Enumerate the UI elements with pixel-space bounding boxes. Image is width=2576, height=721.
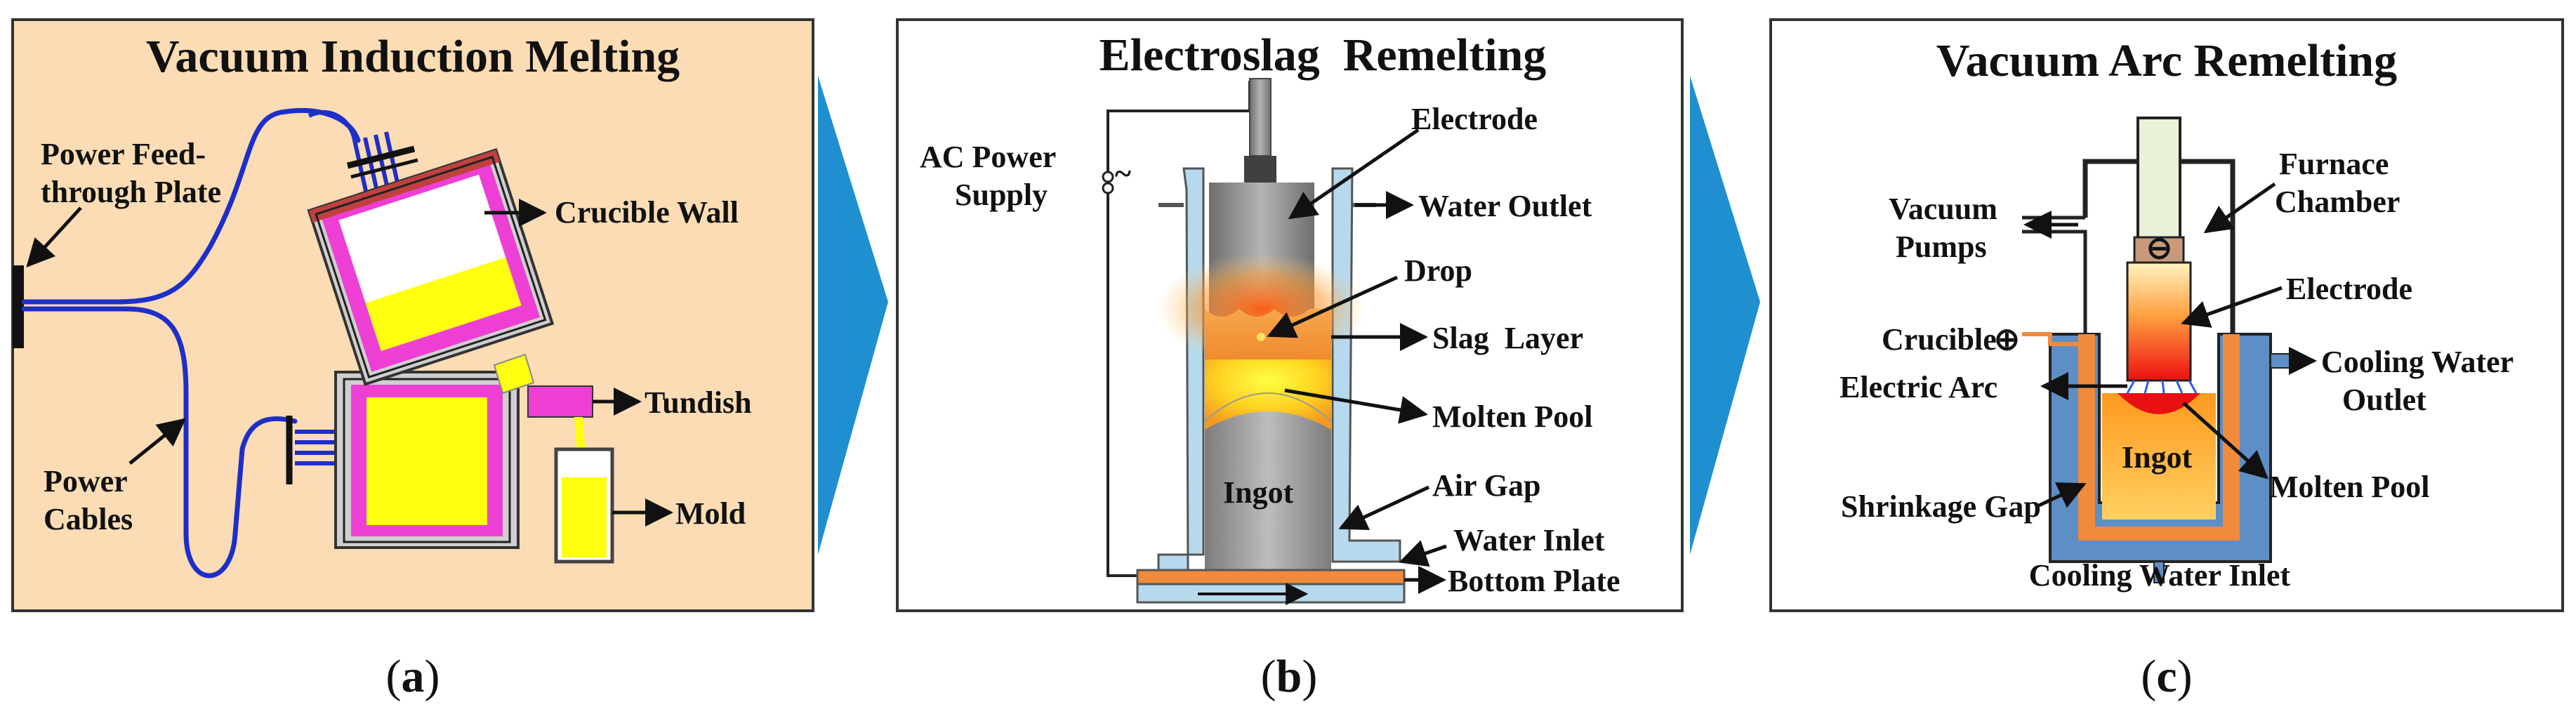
metal-drop bbox=[1257, 333, 1265, 341]
caption-b: (b) bbox=[1261, 651, 1318, 702]
crucible-wall-c bbox=[2078, 334, 2240, 541]
arrow-furnace bbox=[2203, 182, 2276, 234]
arrow-molten-pool-c bbox=[2182, 402, 2268, 479]
label-bottom-plate: Bottom Plate bbox=[1448, 564, 1620, 598]
arrow-electrode bbox=[1288, 128, 1420, 220]
label-vacuum-1: Vacuum bbox=[1889, 192, 1997, 226]
panel-a-title: Vacuum Induction Melting bbox=[146, 31, 680, 82]
label-mold: Mold bbox=[675, 496, 746, 531]
crucible-lead bbox=[2022, 332, 2078, 346]
label-cooling-inlet: Cooling Water Inlet bbox=[2029, 558, 2291, 593]
label-power-feed-1: Power Feed- bbox=[41, 137, 206, 171]
electrode-body-c bbox=[2126, 261, 2192, 382]
electrode-holder bbox=[1244, 156, 1276, 183]
arrow-air-gap bbox=[1338, 485, 1430, 530]
label-water-inlet: Water Inlet bbox=[1453, 523, 1605, 557]
electrode-rod bbox=[1249, 78, 1272, 157]
electrode-stem bbox=[2136, 117, 2181, 240]
label-electrode-c: Electrode bbox=[2286, 272, 2412, 306]
label-shrinkage-gap: Shrinkage Gap bbox=[1841, 489, 2041, 524]
label-ingot-c: Ingot bbox=[2122, 440, 2193, 475]
pour-lip bbox=[493, 353, 535, 395]
molten-pool-c bbox=[2118, 393, 2200, 414]
label-electric-arc: Electric Arc bbox=[1839, 370, 1997, 404]
label-power-cables-1: Power bbox=[44, 464, 128, 498]
bottom-plate bbox=[1136, 569, 1406, 586]
ingot-body bbox=[1205, 411, 1331, 570]
bundle-clamp-top-2 bbox=[350, 158, 418, 179]
cooling-inlet-stub bbox=[2153, 561, 2165, 583]
minus-terminal: ⊖ bbox=[2146, 231, 2172, 265]
label-cooling-outlet-1: Cooling Water bbox=[2321, 345, 2514, 379]
pool-interface bbox=[1204, 392, 1332, 422]
label-vacuum-2: Pumps bbox=[1896, 230, 1987, 264]
label-air-gap: Air Gap bbox=[1432, 468, 1540, 503]
label-power-cables-2: Cables bbox=[44, 502, 133, 536]
label-ingot: Ingot bbox=[1223, 475, 1294, 510]
arrow-feedthrough bbox=[26, 206, 82, 267]
panel-b-title: Electroslag Remelting bbox=[1099, 29, 1547, 81]
label-crucible: Crucible bbox=[1882, 322, 1997, 357]
arrow-drop bbox=[1267, 275, 1399, 338]
process-arrow-2 bbox=[1690, 76, 1760, 555]
plus-terminal: ⊕ bbox=[1994, 322, 2020, 357]
label-furnace-1: Furnace bbox=[2279, 147, 2389, 181]
caption-a: (a) bbox=[386, 651, 440, 702]
label-molten-pool-c: Molten Pool bbox=[2269, 470, 2430, 504]
lower-furnace bbox=[334, 371, 520, 549]
tilted-crucible bbox=[307, 147, 555, 386]
label-cooling-outlet-2: Outlet bbox=[2342, 383, 2426, 417]
cooling-outlet-stub bbox=[2270, 353, 2291, 369]
tundish-body bbox=[527, 385, 593, 418]
label-ac-power-2: Supply bbox=[955, 178, 1048, 212]
panel-c-title: Vacuum Arc Remelting bbox=[1936, 35, 2397, 86]
electric-arc-lines bbox=[2126, 380, 2198, 394]
arrow-power-cables bbox=[128, 418, 187, 465]
arrow-shrinkage-gap bbox=[2037, 482, 2087, 508]
ac-symbol: ~ bbox=[1115, 157, 1131, 191]
label-tundish: Tundish bbox=[645, 385, 752, 420]
label-slag-layer: Slag Layer bbox=[1432, 321, 1583, 355]
process-arrow-1 bbox=[818, 76, 888, 555]
label-electrode: Electrode bbox=[1411, 102, 1538, 136]
feedthrough-plate bbox=[13, 265, 24, 348]
caption-c: (c) bbox=[2141, 651, 2192, 702]
electrode-clamp bbox=[2133, 236, 2185, 264]
label-ac-power-1: AC Power bbox=[920, 140, 1056, 174]
terminal-top bbox=[1102, 171, 1114, 183]
label-drop: Drop bbox=[1404, 253, 1472, 288]
arrow-water-inlet bbox=[1399, 540, 1447, 567]
panel-vacuum-induction-melting: Vacuum Induction Melting bbox=[11, 18, 814, 612]
label-crucible-wall: Crucible Wall bbox=[555, 195, 739, 230]
arrow-electrode-c bbox=[2181, 286, 2283, 328]
terminal-bottom bbox=[1102, 182, 1114, 194]
mold bbox=[554, 447, 614, 564]
label-water-outlet: Water Outlet bbox=[1418, 189, 1592, 223]
panel-vacuum-arc-remelting: Vacuum Arc Remelting ⊖ ⊕ bbox=[1769, 18, 2564, 612]
bundle-clamp-top bbox=[346, 145, 416, 169]
label-furnace-2: Chamber bbox=[2275, 185, 2400, 219]
panel-electroslag-remelting: Electroslag Remelting bbox=[896, 18, 1684, 612]
label-power-feed-2: through Plate bbox=[41, 175, 221, 209]
arrow-molten-pool bbox=[1284, 388, 1428, 424]
label-molten-pool: Molten Pool bbox=[1432, 399, 1593, 434]
